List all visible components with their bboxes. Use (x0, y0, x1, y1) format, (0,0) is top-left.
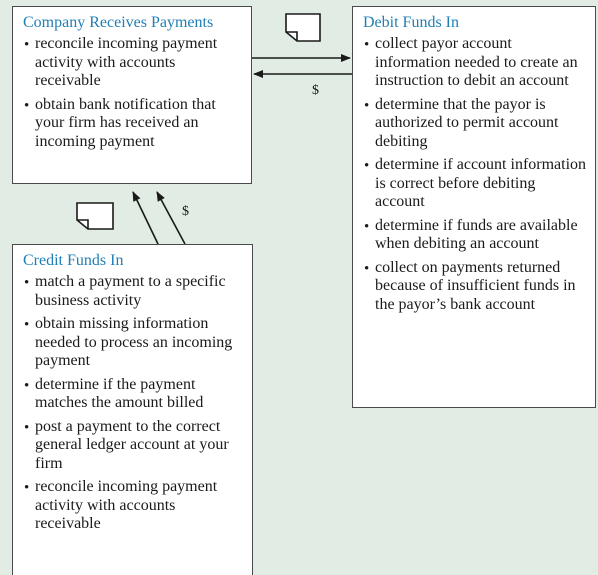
list-item: determine if funds are available when de… (363, 217, 587, 254)
box-title: Credit Funds In (23, 252, 124, 269)
list-item: match a payment to a specific business a… (23, 273, 244, 310)
arrow-icon (156, 191, 186, 245)
list-item: determine that the payor is authorized t… (363, 96, 587, 152)
debit-funds-in-box: Debit Funds In collect payor account inf… (352, 6, 596, 408)
document-icon (76, 202, 114, 230)
list-item: post a payment to the correct general le… (23, 418, 244, 474)
item-list: collect payor account information needed… (363, 35, 587, 314)
company-receives-payments-box: Company Receives Payments reconcile inco… (12, 6, 252, 184)
list-item: determine if the payment matches the amo… (23, 376, 244, 413)
list-item: reconcile incoming payment activity with… (23, 35, 243, 91)
box-title: Debit Funds In (363, 14, 459, 31)
dollar-label: $ (312, 83, 319, 98)
item-list: match a payment to a specific business a… (23, 273, 244, 534)
list-item: determine if account information is corr… (363, 156, 587, 212)
dollar-label: $ (182, 204, 189, 219)
list-item: collect on payments returned because of … (363, 259, 587, 315)
box-title: Company Receives Payments (23, 14, 214, 31)
list-item: obtain missing information needed to pro… (23, 315, 244, 371)
list-item: obtain bank notification that your firm … (23, 96, 243, 152)
arrow-icon (132, 191, 159, 245)
list-item: reconcile incoming payment activity with… (23, 478, 244, 534)
item-list: reconcile incoming payment activity with… (23, 35, 243, 151)
document-icon (285, 13, 321, 42)
credit-funds-in-box: Credit Funds In match a payment to a spe… (12, 244, 253, 575)
list-item: collect payor account information needed… (363, 35, 587, 91)
